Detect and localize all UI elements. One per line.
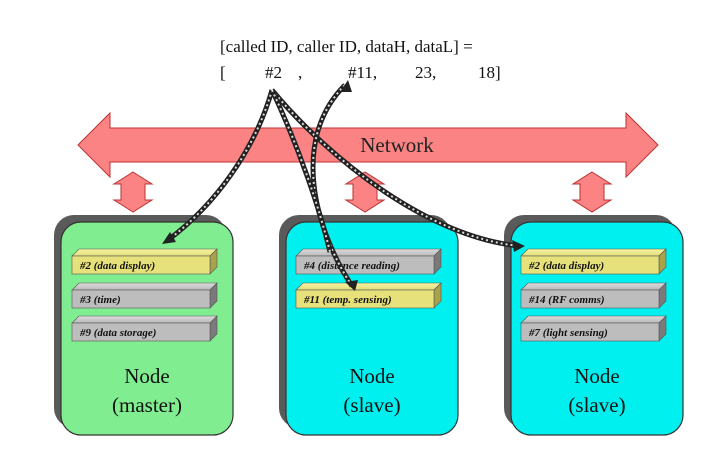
arrowhead-master [162, 232, 176, 244]
routing-arrows [162, 80, 525, 291]
node-caption-slave-2: Node (slave) [522, 362, 672, 420]
node-caption-master: Node (master) [72, 362, 222, 420]
link-arrow-slave-2 [571, 171, 613, 213]
module-slave2-14: #14 (RF comms) [520, 282, 667, 309]
network-label: Network [360, 133, 434, 157]
network-arrow: Network [77, 111, 659, 179]
arrowhead-slave2 [512, 240, 525, 252]
node-box-slave-1 [285, 221, 459, 436]
svg-text:#3 (time): #3 (time) [79, 294, 121, 306]
node-role: (slave) [343, 393, 401, 417]
node-title: Node [574, 364, 620, 388]
node-caption-slave-1: Node (slave) [297, 362, 447, 420]
module-slave1-4: #4 (distance reading) [295, 248, 442, 275]
module-master-9: #9 (data storage) [71, 315, 218, 342]
message-header: [called ID, caller ID, dataH, dataL] = [220, 37, 473, 56]
module-slave2-7: #7 (light sensing) [520, 315, 667, 342]
module-slave1-11: #11 (temp. sensing) [295, 282, 442, 309]
svg-text:#14 (RF comms): #14 (RF comms) [528, 294, 605, 306]
message-values-dataH: 23, [415, 63, 437, 82]
message-values-open: [ [220, 63, 226, 82]
svg-text:#2 (data display): #2 (data display) [528, 260, 604, 272]
node-role: (slave) [568, 393, 626, 417]
message-values-dataL: 18] [478, 63, 501, 82]
message-values-caller: #11, [348, 63, 378, 82]
module-slave2-2: #2 (data display) [520, 248, 667, 275]
node-role: (master) [112, 393, 182, 417]
module-master-3: #3 (time) [71, 282, 218, 309]
module-master-2: #2 (data display) [71, 248, 218, 275]
svg-text:#2 (data display): #2 (data display) [79, 260, 155, 272]
svg-text:#7 (light sensing): #7 (light sensing) [528, 327, 608, 339]
svg-text:#9 (data storage): #9 (data storage) [79, 327, 156, 339]
link-arrow-master [112, 171, 154, 213]
arrowhead-slave1 [345, 280, 358, 291]
arrowhead-caller [340, 80, 352, 92]
message-values-sep: , [298, 63, 303, 82]
node-title: Node [349, 364, 395, 388]
svg-text:#4 (distance reading): #4 (distance reading) [303, 260, 400, 272]
message-values-called: #2 [265, 63, 282, 82]
svg-text:#11 (temp. sensing): #11 (temp. sensing) [303, 294, 392, 306]
node-title: Node [124, 364, 170, 388]
